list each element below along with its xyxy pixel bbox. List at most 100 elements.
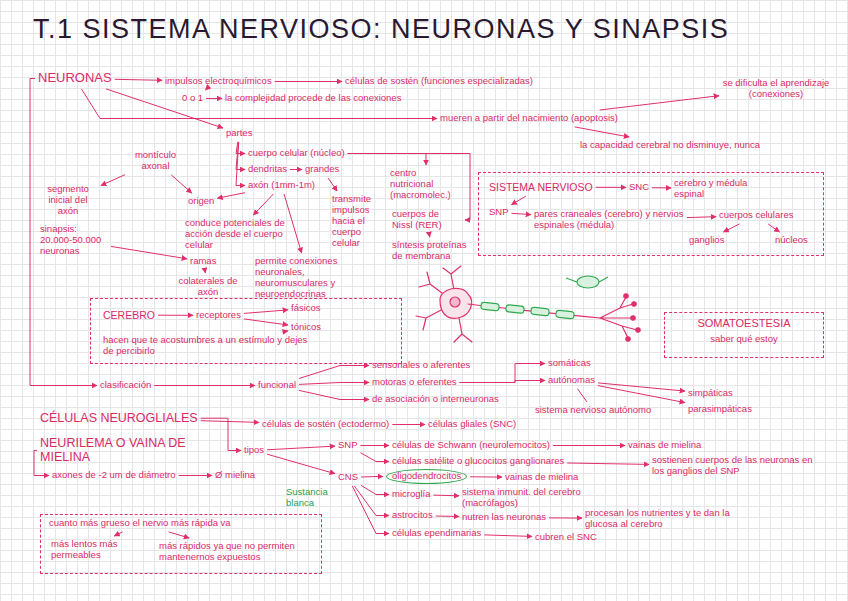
concept-text: síntesis proteínas de membrana	[392, 240, 472, 262]
myelin-sheath	[481, 276, 608, 319]
concept-node: parasimpáticas	[688, 404, 752, 415]
concept-node: cuerpos de Nissl (RER)	[392, 209, 462, 231]
concept-node: nutren las neuronas	[462, 512, 546, 523]
concept-text: cubren el SNC	[535, 532, 597, 543]
concept-text: vainas de mielina	[628, 440, 701, 451]
concept-text: parasimpáticas	[688, 404, 752, 415]
concept-node: microglía	[392, 489, 431, 500]
concept-node: más lentos más permeables	[51, 539, 121, 561]
dashed-box: SISTEMA NERVIOSO SNC cerebro y médula espi…	[478, 172, 824, 256]
concept-node: Ø mielina	[215, 470, 255, 481]
concept-node: núcleos	[775, 235, 808, 246]
concept-text: 0 o 1	[182, 93, 203, 104]
connector	[267, 446, 335, 450]
concept-text: células de sostén (funciones especializa…	[345, 76, 533, 87]
connector	[328, 178, 337, 191]
concept-node: cuerpo celular (núcleo)	[248, 148, 345, 159]
concept-text: sostienen cuerpos de las neuronas en los…	[652, 455, 822, 477]
concept-node: clasificación	[100, 380, 151, 391]
connector	[567, 463, 649, 464]
side-note: Sustancia blanca	[286, 487, 336, 509]
concept-node: motoras o eferentes	[372, 377, 457, 388]
concept-node: axón (1mm-1m)	[248, 180, 315, 191]
concept-node: más rápidos ya que no permiten mantenern…	[159, 541, 314, 563]
connector	[352, 486, 389, 534]
concept-text: más rápidos ya que no permiten mantenern…	[159, 541, 314, 563]
concept-text: impulsos electroquímicos	[165, 76, 272, 87]
concept-text: células ependimarias	[392, 528, 481, 539]
concept-node: simpáticas	[688, 388, 733, 399]
concept-node: sinapsis: 20.000-50.000 neuronas	[40, 224, 108, 257]
concept-text: SNC	[629, 182, 649, 193]
connector	[154, 385, 255, 386]
concept-node: tónicos	[291, 322, 321, 333]
box-heading: SISTEMA NERVIOSO	[489, 181, 593, 193]
concept-text: ganglios	[689, 235, 724, 246]
concept-text: ramas	[190, 256, 216, 267]
concept-node: ganglios	[689, 235, 724, 246]
concept-text: sinapsis: 20.000-50.000 neuronas	[40, 224, 108, 257]
concept-node: hacen que te acostumbres a un estímulo y…	[103, 335, 313, 357]
concept-text: SNP	[338, 440, 358, 451]
concept-node: sensoriales o aferentes	[372, 360, 470, 371]
concept-node: receptores	[196, 310, 241, 321]
connector	[299, 383, 369, 385]
connector	[436, 516, 459, 518]
connector	[236, 142, 245, 186]
connector	[348, 154, 426, 166]
connector	[111, 246, 187, 258]
concept-node: SNP	[338, 440, 358, 451]
circled-concept: oligodendrocitos	[386, 469, 467, 484]
concept-text: células gliales (SNC)	[428, 419, 516, 430]
concept-text: funcional	[258, 380, 296, 391]
concept-text: cuerpo celular (núcleo)	[248, 148, 345, 159]
concept-node: pares craneales (cerebro) y nervios espi…	[534, 209, 684, 231]
concept-node: autónomas	[548, 375, 595, 386]
concept-node: permite conexiones neuronales, neuromusc…	[255, 256, 363, 300]
concept-text: microglía	[392, 489, 431, 500]
concept-text: receptores	[196, 310, 241, 321]
concept-text: la complejidad procede de las conexiones	[225, 93, 401, 104]
concept-node: CNS	[338, 472, 358, 483]
concept-node: fásicos	[291, 303, 321, 314]
connector	[275, 81, 342, 82]
connector	[244, 310, 288, 314]
connector	[575, 127, 630, 137]
box-heading: cuanto más grueso el nervio más rápida v…	[49, 518, 231, 529]
concept-text: SNP	[489, 207, 509, 218]
concept-text: segmento inicial del axón	[38, 184, 98, 217]
connector	[553, 445, 625, 446]
concept-node: cubren el SNC	[535, 532, 597, 543]
concept-text: motoras o eferentes	[372, 377, 457, 388]
connector	[361, 476, 383, 478]
concept-node: vainas de mielina	[505, 472, 578, 483]
connector	[687, 216, 716, 218]
connector	[171, 175, 192, 193]
connector	[460, 364, 546, 383]
concept-text: somáticas	[548, 358, 591, 369]
concept-text: tónicos	[291, 322, 321, 333]
connector	[512, 196, 526, 205]
concept-node: impulsos electroquímicos	[165, 76, 272, 87]
concept-node: funcional	[258, 380, 296, 391]
connector	[205, 89, 206, 90]
concept-node: cerebro y médula espinal	[674, 178, 764, 200]
concept-node: procesan los nutrientes y te dan la gluc…	[585, 508, 760, 530]
connector	[652, 187, 671, 188]
concept-text: fásicos	[291, 303, 321, 314]
dashed-box: cuanto más grueso el nervio más rápida v…	[40, 514, 322, 574]
concept-text: se dificulta el aprendizaje (conexiones)	[722, 78, 830, 100]
concept-text: sistema nervioso autónomo	[535, 405, 651, 416]
concept-node: células de sostén (funciones especializa…	[345, 76, 533, 87]
concept-node: transmite impulsos hacia el cuerpo celul…	[332, 194, 384, 249]
connector	[549, 517, 582, 518]
concept-text: NEURONAS	[38, 71, 112, 86]
concept-text: la capacidad cerebral no disminuye, nunc…	[580, 140, 770, 151]
concept-text: pares craneales (cerebro) y nervios espi…	[534, 209, 684, 231]
connector	[217, 193, 245, 199]
connector	[434, 495, 460, 497]
concept-text: oligodendrocitos	[392, 471, 461, 482]
connector	[460, 381, 546, 383]
concept-text: axón (1mm-1m)	[248, 180, 315, 191]
